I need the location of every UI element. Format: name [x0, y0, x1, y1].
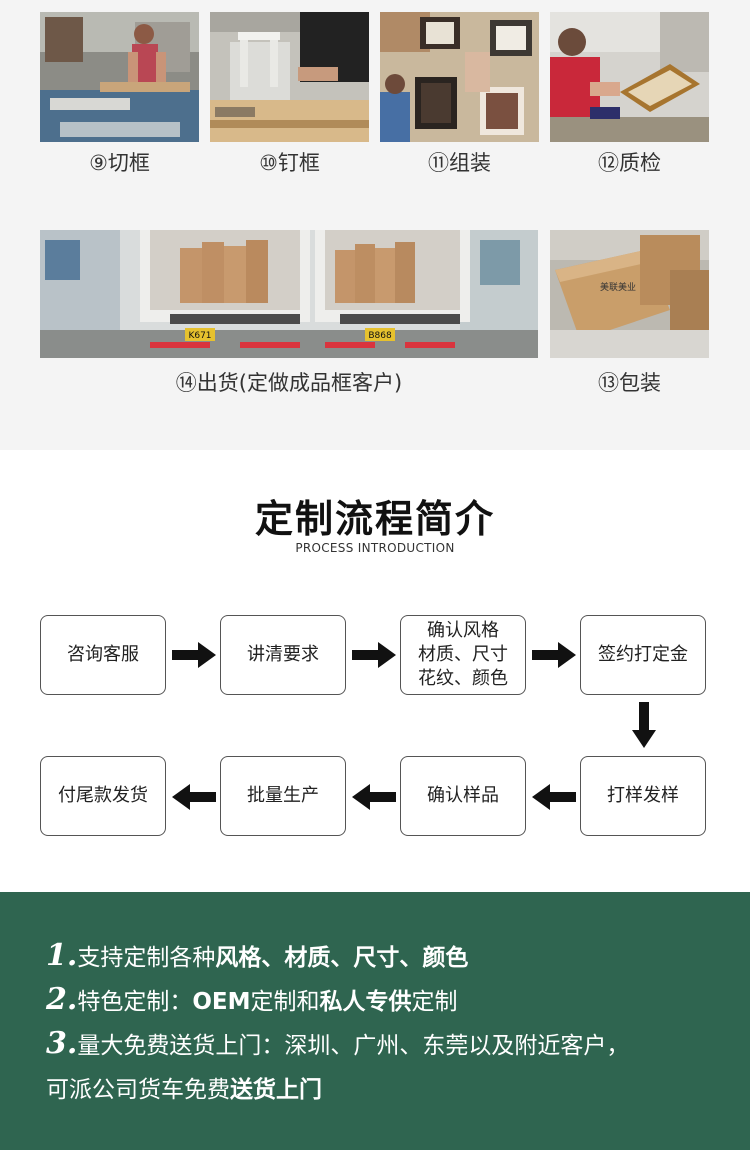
note-2-highlight-private: 私人专供 — [319, 989, 412, 1015]
note-3: 3.量大免费送货上门：深圳、广州、东莞以及附近客户， — [46, 1026, 629, 1061]
step-confirm-style: 确认风格 材质、尺寸 花纹、颜色 — [400, 615, 526, 695]
arrow-down-icon — [632, 702, 656, 748]
frame-assembly-photo — [380, 12, 539, 142]
packing-boxes-photo: 美联美业 — [550, 230, 709, 358]
note-4-text: 可派公司货车免费 — [46, 1077, 230, 1103]
step-final-payment: 付尾款发货 — [40, 756, 166, 836]
frame-cutting-photo — [40, 12, 199, 142]
step-production: 批量生产 — [220, 756, 346, 836]
production-photos-section: ⑨切框 ⑩钉框 — [0, 0, 750, 450]
note-2-text: 特色定制： — [77, 989, 193, 1015]
note-3-number: 3. — [46, 1026, 78, 1061]
frame-nailing-photo — [210, 12, 369, 142]
truck-plate-1: K671 — [188, 331, 211, 341]
arrow-right-icon — [352, 642, 396, 668]
note-1-highlight: 风格、材质、尺寸、颜色 — [215, 945, 469, 971]
step-confirm-sample: 确认样品 — [400, 756, 526, 836]
step-consult: 咨询客服 — [40, 615, 166, 695]
step-deposit: 签约打定金 — [580, 615, 706, 695]
note-2-highlight-oem: OEM — [192, 989, 251, 1015]
truck-plate-2: B868 — [368, 331, 392, 341]
arrow-right-icon — [532, 642, 576, 668]
photo-caption-cut: ⑨切框 — [89, 151, 150, 175]
note-2: 2.特色定制：OEM定制和私人专供定制 — [46, 982, 457, 1017]
arrow-right-icon — [172, 642, 216, 668]
note-1: 1.支持定制各种风格、材质、尺寸、颜色 — [46, 938, 468, 973]
note-1-text: 支持定制各种 — [77, 945, 216, 971]
arrow-left-icon — [352, 784, 396, 810]
delivery-trucks-photo: K671 B868 — [40, 230, 538, 358]
service-notes-section: 1.支持定制各种风格、材质、尺寸、颜色 2.特色定制：OEM定制和私人专供定制 … — [0, 892, 750, 1150]
step-sample: 打样发样 — [580, 756, 706, 836]
photo-caption-nail: ⑩钉框 — [259, 151, 320, 175]
step-requirements: 讲清要求 — [220, 615, 346, 695]
photo-caption-ship: ⑭出货(定做成品框客户) — [175, 371, 403, 395]
box-print: 美联美业 — [600, 281, 636, 293]
photo-caption-pack: ⑬包装 — [598, 371, 661, 395]
photo-caption-assemble: ⑪组装 — [428, 151, 491, 175]
process-introduction-section: 定制流程简介 PROCESS INTRODUCTION 咨询客服 讲清要求 确认… — [0, 450, 750, 892]
section-title: 定制流程简介 — [254, 497, 495, 541]
photo-caption-inspect: ⑫质检 — [598, 151, 661, 175]
note-1-number: 1. — [46, 938, 78, 973]
quality-inspection-photo — [550, 12, 709, 142]
note-2-text-2: 定制和 — [250, 989, 320, 1015]
arrow-left-icon — [172, 784, 216, 810]
note-4: 可派公司货车免费送货上门 — [46, 1070, 322, 1104]
note-2-text-3: 定制 — [411, 989, 458, 1015]
note-2-number: 2. — [46, 982, 78, 1017]
section-subtitle: PROCESS INTRODUCTION — [295, 541, 455, 555]
note-3-text: 量大免费送货上门：深圳、广州、东莞以及附近客户， — [77, 1033, 630, 1059]
arrow-left-icon — [532, 784, 576, 810]
note-4-highlight: 送货上门 — [230, 1077, 322, 1103]
